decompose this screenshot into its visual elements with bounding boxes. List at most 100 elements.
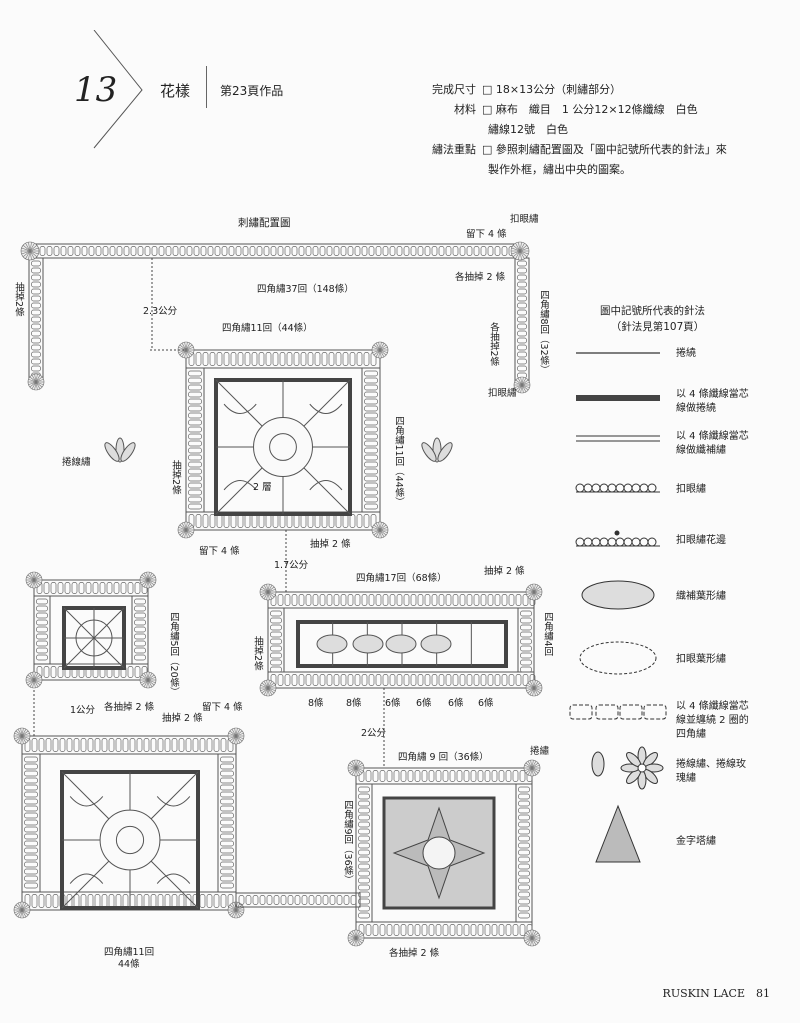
four-sided-cell: [364, 398, 378, 405]
stitch-band: [185, 349, 381, 369]
four-sided-cell: [185, 738, 192, 752]
four-sided-cell: [263, 246, 270, 256]
four-sided-cell: [298, 246, 305, 256]
four-sided-cell: [340, 594, 347, 606]
label-mid-top: 四角繡17回（68條）: [356, 573, 447, 584]
label-eyelet-right: 扣眼繡: [488, 388, 517, 399]
label-two-layer: 2 層: [253, 482, 272, 493]
corner-eyelet-icon: [25, 671, 43, 689]
four-sided-cell: [428, 770, 435, 782]
four-sided-cell: [300, 352, 307, 366]
four-sided-cell: [134, 582, 141, 594]
four-sided-cell: [24, 763, 38, 770]
four-sided-cell: [237, 352, 244, 366]
buttonhole-icon: [575, 483, 660, 493]
four-sided-cell: [270, 645, 282, 652]
four-sided-cell: [24, 819, 38, 826]
four-sided-cell: [92, 582, 99, 594]
four-sided-cell: [393, 770, 400, 782]
four-sided-cell: [220, 756, 234, 763]
four-sided-cell: [220, 868, 234, 875]
four-sided-cell: [517, 365, 527, 372]
four-sided-cell: [520, 645, 532, 652]
four-sided-cell: [36, 598, 48, 605]
four-sided-cell: [95, 246, 102, 256]
four-sided-cell: [456, 924, 463, 936]
leaf-icon: [385, 634, 417, 654]
four-sided-cell: [43, 666, 50, 678]
four-sided-cell: [188, 482, 202, 489]
four-sided-cell: [258, 352, 265, 366]
four-sided-cell: [31, 337, 41, 344]
four-sided-cell: [459, 674, 466, 686]
title-divider: [206, 66, 207, 108]
four-sided-cell: [368, 594, 375, 606]
four-sided-cell: [207, 246, 214, 256]
label-count: 6條: [448, 698, 464, 709]
four-sided-cell: [517, 316, 527, 323]
legend-item-label: 以 4 條纖線當芯線並纏繞 2 圈的四角繡: [676, 701, 749, 740]
four-sided-cell: [45, 738, 52, 752]
four-sided-cell: [109, 246, 116, 256]
four-sided-cell: [115, 738, 122, 752]
four-sided-cell: [216, 352, 223, 366]
four-sided-cell: [287, 895, 294, 905]
four-sided-cell: [403, 246, 410, 256]
four-sided-cell: [188, 468, 202, 475]
four-sided-cell: [466, 674, 473, 686]
label-right-pull: 各抽掉2條: [488, 322, 499, 367]
four-sided-cell: [99, 582, 106, 594]
four-sided-cell: [438, 246, 445, 256]
four-sided-cell: [515, 674, 522, 686]
four-sided-cell: [410, 594, 417, 606]
four-sided-cell: [517, 274, 527, 281]
diagram-title: 刺繡配置圖: [238, 217, 291, 229]
four-sided-cell: [445, 594, 452, 606]
four-sided-cell: [508, 674, 515, 686]
four-sided-cell: [375, 674, 382, 686]
four-sided-cell: [270, 666, 282, 673]
four-sided-cell: [129, 738, 136, 752]
four-sided-cell: [266, 895, 273, 905]
four-sided-cell: [459, 594, 466, 606]
four-sided-cell: [407, 770, 414, 782]
stitch-band: [235, 892, 361, 908]
four-sided-cell: [361, 594, 368, 606]
four-sided-cell: [382, 594, 389, 606]
four-sided-cell: [484, 770, 491, 782]
legend-item-label: 以 4 條纖線當芯線做捲繞: [676, 389, 749, 414]
four-sided-cell: [71, 582, 78, 594]
corner-eyelet-icon: [371, 341, 389, 359]
four-sided-cell: [417, 594, 424, 606]
four-sided-cell: [220, 738, 227, 752]
four-sided-cell: [220, 833, 234, 840]
four-sided-cell: [456, 770, 463, 782]
four-sided-cell: [364, 454, 378, 461]
four-sided-cell: [188, 447, 202, 454]
four-sided-cell: [230, 352, 237, 366]
four-sided-cell: [333, 246, 340, 256]
four-sided-cell: [57, 666, 64, 678]
four-sided-cell: [36, 640, 48, 647]
label-small-pull: 各抽掉 2 條: [104, 702, 155, 713]
four-sided-cell: [36, 626, 48, 633]
four-sided-cell: [403, 674, 410, 686]
four-sided-cell: [445, 674, 452, 686]
leaf-icon: [420, 634, 452, 654]
center-circle: [253, 417, 313, 477]
four-sided-cell: [245, 895, 252, 905]
label-mid-left-pull: 抽掉2條: [252, 636, 263, 671]
four-sided-cell: [358, 856, 370, 863]
label-top-span: 四角繡37回（148條）: [257, 284, 354, 295]
four-sided-cell: [494, 674, 501, 686]
four-sided-cell: [442, 924, 449, 936]
label-count: 8條: [308, 698, 324, 709]
label-bottom-span: 四角繡11回: [104, 947, 155, 958]
four-sided-cell: [277, 674, 284, 686]
four-sided-cell: [356, 514, 363, 528]
four-sided-cell: [336, 895, 343, 905]
four-sided-cell: [157, 738, 164, 752]
arc-scallop: [69, 873, 104, 884]
four-sided-cell: [200, 246, 207, 256]
four-sided-cell: [291, 594, 298, 606]
